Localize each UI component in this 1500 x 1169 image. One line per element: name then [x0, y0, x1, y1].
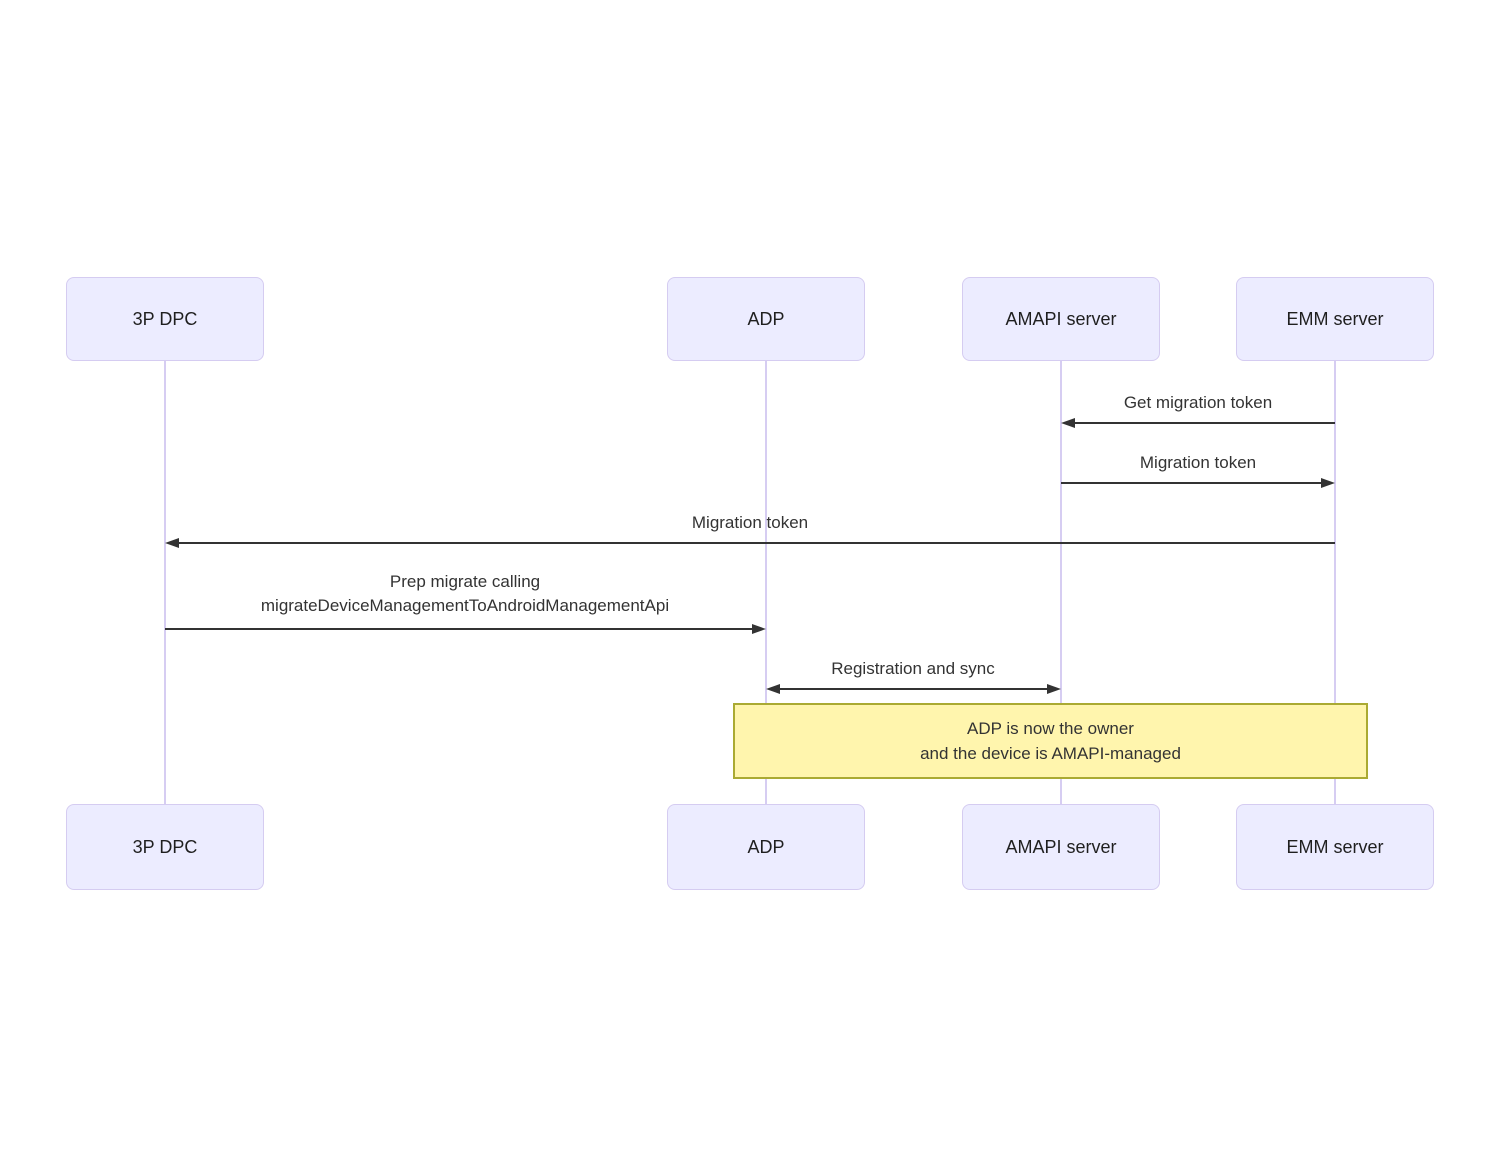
lifeline-adp [765, 361, 767, 804]
message-label-registration-and-sync: Registration and sync [831, 659, 995, 678]
actor-label-emm-server: EMM server [1286, 308, 1384, 329]
arrowhead-left-icon [165, 538, 179, 548]
arrowhead-right-icon [1047, 684, 1061, 694]
actor-label-amapi-server: AMAPI server [1005, 836, 1117, 857]
arrowhead-right-icon [752, 624, 766, 634]
lifeline-emm-server [1334, 361, 1336, 804]
message-label-get-migration-token: Get migration token [1123, 393, 1273, 412]
actor-label-3p-dpc: 3P DPC [132, 836, 198, 857]
arrowhead-left-icon [766, 684, 780, 694]
actor-label-3p-dpc: 3P DPC [132, 308, 198, 329]
arrowhead-left-icon [1061, 418, 1075, 428]
actor-label-adp: ADP [747, 836, 785, 857]
note-line2: and the device is AMAPI-managed [920, 744, 1181, 763]
actor-box-emm-server-top: EMM server [1236, 277, 1434, 361]
message-label-migration-token-1: Migration token [1139, 453, 1257, 472]
actor-box-adp-bottom: ADP [667, 804, 865, 890]
message-label-prep-migrate: Prep migrate calling migrateDeviceManage… [115, 570, 815, 618]
message-line-get-migration-token [1073, 422, 1335, 424]
actor-box-amapi-server-bottom: AMAPI server [962, 804, 1160, 890]
actor-box-emm-server-bottom: EMM server [1236, 804, 1434, 890]
lifeline-amapi-server [1060, 361, 1062, 804]
actor-label-amapi-server: AMAPI server [1005, 308, 1117, 329]
lifeline-3p-dpc [164, 361, 166, 804]
actor-box-3p-dpc-top: 3P DPC [66, 277, 264, 361]
actor-label-emm-server: EMM server [1286, 836, 1384, 857]
actor-box-3p-dpc-bottom: 3P DPC [66, 804, 264, 890]
message-line-migration-token-1 [1061, 482, 1323, 484]
note-adp-owner: ADP is now the owner and the device is A… [733, 703, 1368, 779]
note-line1: ADP is now the owner [967, 719, 1134, 738]
message-label-prep-migrate-line1: Prep migrate calling [389, 572, 541, 591]
message-line-prep-migrate [165, 628, 754, 630]
actor-box-amapi-server-top: AMAPI server [962, 277, 1160, 361]
actor-label-adp: ADP [747, 308, 785, 329]
message-line-registration-and-sync [778, 688, 1049, 690]
actor-box-adp-top: ADP [667, 277, 865, 361]
arrowhead-right-icon [1321, 478, 1335, 488]
message-line-migration-token-2 [177, 542, 1335, 544]
message-label-prep-migrate-line2: migrateDeviceManagementToAndroidManageme… [260, 596, 670, 615]
message-label-migration-token-2: Migration token [691, 513, 809, 532]
